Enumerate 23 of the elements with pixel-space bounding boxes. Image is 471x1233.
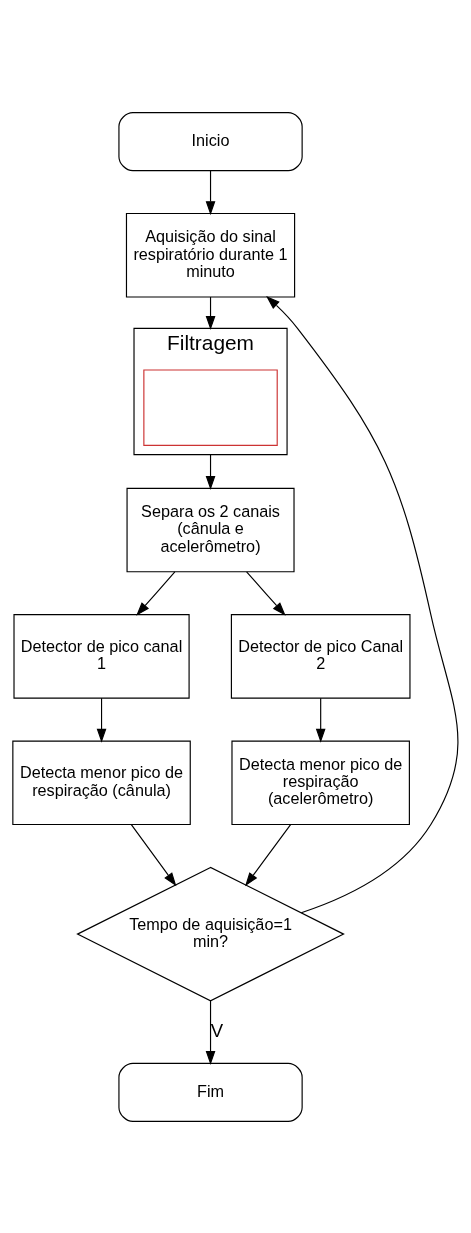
node-box: Aquisição do sinal respiratório durante 1 minuto — [125, 212, 296, 298]
arrow — [130, 823, 177, 886]
arrow — [205, 999, 216, 1065]
node-box: Separa os 2 canais (cânula e acelerômetro) — [126, 487, 295, 572]
node-box: Detector de pico canal 1 — [13, 613, 190, 699]
node-diamond: Tempo de aquisição=1 min? — [76, 866, 345, 1001]
node-box — [143, 368, 278, 446]
arrow — [246, 570, 286, 616]
arrow — [245, 823, 292, 886]
edge-label: V — [210, 1018, 224, 1040]
node-box: Detecta menor pico de respiração (acelerômetro) — [231, 739, 410, 825]
arrow — [96, 697, 107, 743]
arrow — [136, 570, 176, 616]
cluster: Filtragem — [133, 327, 288, 455]
arrow — [205, 295, 216, 330]
node-box: Fim — [118, 1062, 303, 1122]
arrow — [205, 453, 216, 490]
arrow — [205, 169, 216, 215]
node-box: Detecta menor pico de respiração (cânula) — [12, 739, 191, 825]
arrow — [266, 295, 459, 913]
arrow — [315, 697, 326, 743]
node-box: Inicio — [118, 111, 303, 171]
node-box: Detector de pico Canal 2 — [230, 613, 411, 699]
